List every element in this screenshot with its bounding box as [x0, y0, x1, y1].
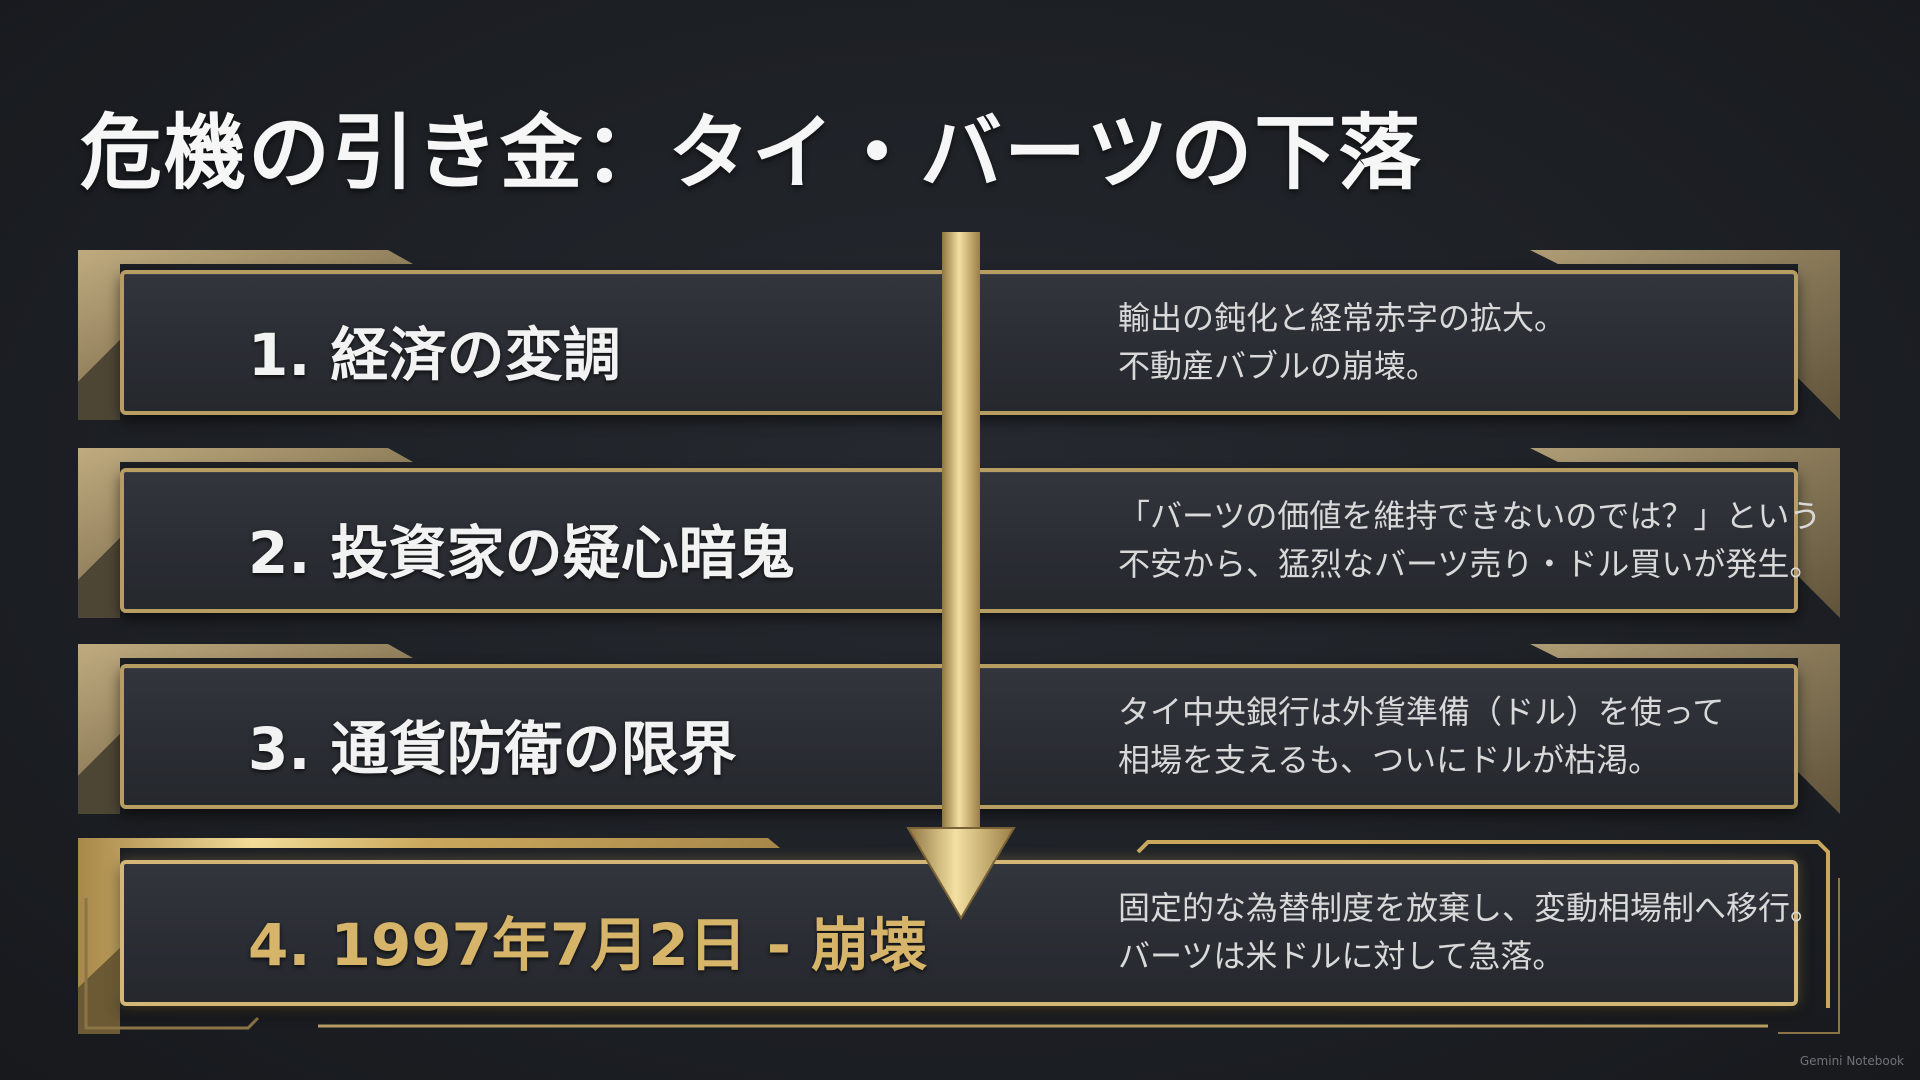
step-desc-1: 輸出の鈍化と経常赤字の拡大。 不動産バブルの崩壊。 — [1118, 294, 1858, 390]
step-desc-1-line-2: 不動産バブルの崩壊。 — [1118, 347, 1439, 385]
step-row-1: 1. 経済の変調 輸出の鈍化と経常赤字の拡大。 不動産バブルの崩壊。 — [78, 250, 1840, 420]
step-desc-1-line-1: 輸出の鈍化と経常赤字の拡大。 — [1118, 299, 1567, 337]
step-frame-3 — [78, 644, 1840, 814]
step-desc-2-line-1: 「バーツの価値を維持できないのでは？」という — [1118, 497, 1822, 535]
step-desc-3-line-2: 相場を支えるも、ついにドルが枯渇。 — [1118, 741, 1661, 779]
step-label-1: 1. 経済の変調 — [248, 321, 621, 389]
step-desc-2-line-2: 不安から、猛烈なバーツ売り・ドル買いが発生。 — [1118, 545, 1822, 583]
slide-title: 危機の引き金：タイ・バーツの下落 — [80, 106, 1423, 201]
step-row-2: 2. 投資家の疑心暗鬼 「バーツの価値を維持できないのでは？」という 不安から、… — [78, 448, 1840, 618]
step-desc-4-line-1: 固定的な為替制度を放棄し、変動相場制へ移行。 — [1118, 889, 1823, 927]
step-label-2: 2. 投資家の疑心暗鬼 — [248, 519, 795, 587]
step-desc-4: 固定的な為替制度を放棄し、変動相場制へ移行。 バーツは米ドルに対して急落。 — [1118, 884, 1858, 980]
step-frame-4 — [78, 838, 1840, 1034]
step-row-3: 3. 通貨防衛の限界 タイ中央銀行は外貨準備（ドル）を使って 相場を支えるも、つ… — [78, 644, 1840, 814]
step-desc-3-line-1: タイ中央銀行は外貨準備（ドル）を使って — [1118, 693, 1725, 731]
step-frame-2 — [78, 448, 1840, 618]
step-desc-2: 「バーツの価値を維持できないのでは？」という 不安から、猛烈なバーツ売り・ドル買… — [1118, 492, 1858, 588]
step-label-3: 3. 通貨防衛の限界 — [248, 715, 737, 783]
step-desc-3: タイ中央銀行は外貨準備（ドル）を使って 相場を支えるも、ついにドルが枯渇。 — [1118, 688, 1858, 784]
step-desc-4-line-2: バーツは米ドルに対して急落。 — [1118, 937, 1565, 975]
step-label-4: 4. 1997年7月2日 - 崩壊 — [248, 911, 928, 979]
step-frame-1 — [78, 250, 1840, 420]
step-row-4: 4. 1997年7月2日 - 崩壊 固定的な為替制度を放棄し、変動相場制へ移行。… — [78, 838, 1840, 1034]
footer-watermark: Gemini Notebook — [1799, 1054, 1904, 1068]
